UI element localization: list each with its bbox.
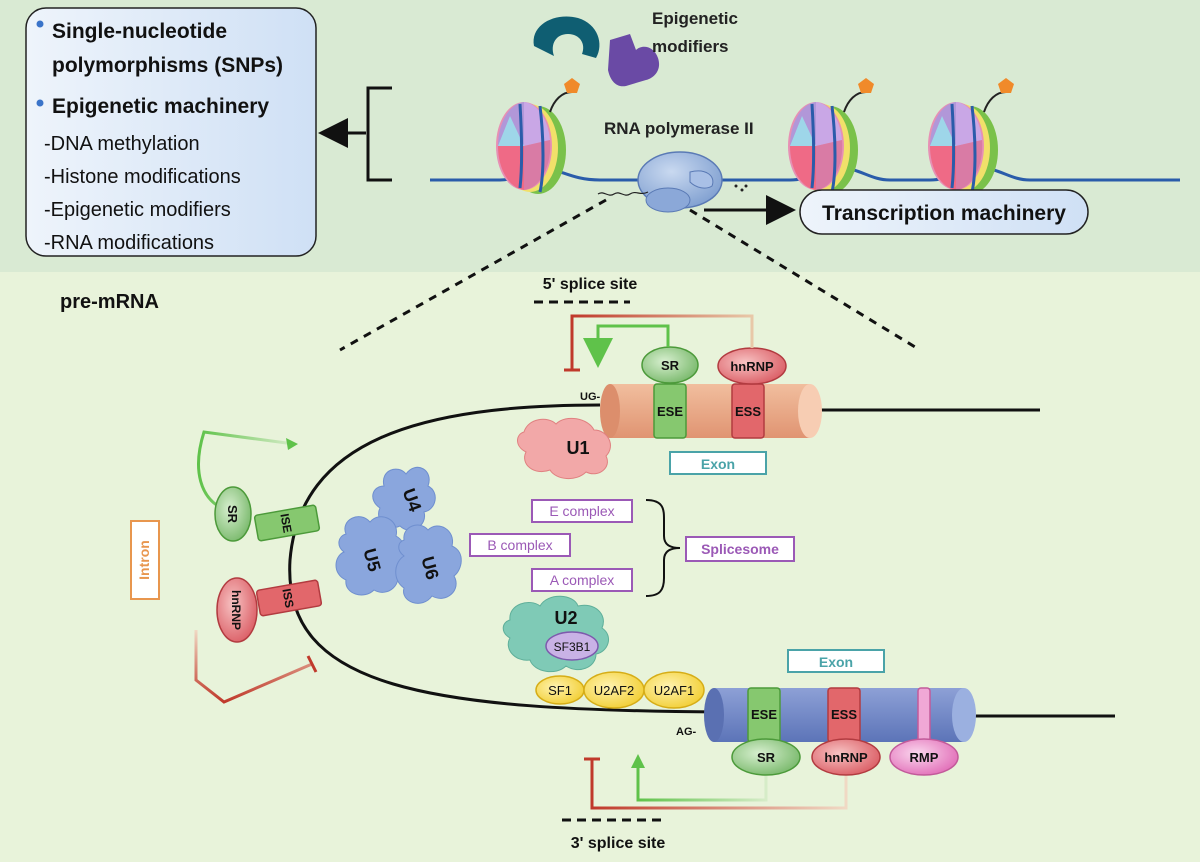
ess-downstream-label: ESS <box>831 707 857 722</box>
u2af2-factor: U2AF2 <box>583 671 645 709</box>
ese-downstream-label: ESE <box>751 707 777 722</box>
ese-label: ESE <box>657 404 683 419</box>
hnrnp-inhibit-arrow <box>570 314 754 370</box>
zoom-line-left <box>339 198 607 352</box>
e-complex-label: E complex <box>549 503 614 519</box>
bullet-icon <box>36 20 44 28</box>
a-complex-tag: A complex <box>531 568 633 592</box>
hnrnp-protein-intron: hnRNP <box>216 577 258 643</box>
transcription-machinery-box: Transcription machinery <box>799 189 1089 235</box>
sf3b1-label: SF3B1 <box>554 640 591 654</box>
five-prime-splice-site-label: 5' splice site <box>543 276 638 293</box>
exon-label: Exon <box>701 456 735 472</box>
a-complex-label: A complex <box>550 572 615 588</box>
u2af1-factor: U2AF1 <box>643 671 705 709</box>
e-complex-tag: E complex <box>531 499 633 523</box>
summary-box: Single-nucleotide polymorphisms (SNPs) E… <box>25 7 317 257</box>
u1-label: U1 <box>566 438 589 458</box>
rmp-protein: RMP <box>889 738 959 776</box>
b-complex-label: B complex <box>487 537 552 553</box>
sr-activate-arrow <box>583 324 670 368</box>
spliceosome-tag: Splicesome <box>685 536 795 562</box>
epigenetic-modifiers-item: -Epigenetic modifiers <box>44 199 231 221</box>
u2af1-label: U2AF1 <box>654 683 694 698</box>
exon-label-downstream: Exon <box>819 654 853 670</box>
rmp-label: RMP <box>910 750 939 765</box>
iss-element: ISS <box>255 579 323 617</box>
hnrnp-intron-inhibit-arrow <box>194 630 313 704</box>
ess-label: ESS <box>735 404 761 419</box>
hnrnp-downstream-label: hnRNP <box>824 750 868 765</box>
rna-polymerase-icon <box>597 151 748 213</box>
epigenetic-modifiers-icons <box>533 16 660 87</box>
u1-snrnp: U1 <box>517 417 611 479</box>
hnrnp-protein-upstream: hnRNP <box>717 347 787 385</box>
sr-protein-intron: SR <box>214 486 252 542</box>
nucleosome-1 <box>496 78 580 194</box>
hnrnp-protein-downstream: hnRNP <box>811 738 881 776</box>
hnrnp-intron-label: hnRNP <box>229 590 243 630</box>
ug-end-label: UG- <box>580 391 601 403</box>
u2-label: U2 <box>554 608 577 628</box>
snp-bullet-line2: polymorphisms (SNPs) <box>52 54 283 77</box>
histone-modifications-item: -Histone modifications <box>44 166 241 188</box>
dna-methylation-item: -DNA methylation <box>44 133 200 155</box>
downstream-exon-tag: Exon <box>787 649 885 673</box>
bracket-arrow <box>318 86 392 182</box>
bullet-icon <box>36 99 44 107</box>
intron-tag: Intron <box>130 520 160 600</box>
upstream-exon-tag: Exon <box>669 451 767 475</box>
epigenetic-modifiers-label-1: Epigenetic <box>652 9 738 28</box>
bottom-panel-background <box>0 272 1200 862</box>
b-complex-tag: B complex <box>469 533 571 557</box>
snp-bullet-line1: Single-nucleotide <box>52 20 227 43</box>
ise-element: ISE <box>253 504 321 542</box>
three-prime-splice-site-label: 3' splice site <box>571 835 666 852</box>
sr-label: SR <box>661 358 680 373</box>
sr-downstream-activate-arrow <box>636 764 768 802</box>
spliceosome-label: Splicesome <box>701 541 779 557</box>
modifier-puzzle-icon <box>608 34 660 87</box>
u2af2-label: U2AF2 <box>594 683 634 698</box>
inhibit-bar-intron <box>306 655 318 673</box>
spliceosome-brace <box>645 499 681 597</box>
ese-element <box>653 383 687 439</box>
u2-snrnp: U2 SF3B1 <box>502 595 610 673</box>
activate-arrowhead-downstream <box>631 754 645 768</box>
downstream-exon: ESE ESS <box>704 687 976 743</box>
sf1-label: SF1 <box>548 683 572 698</box>
intron-strand <box>288 403 721 714</box>
hnrnp-label: hnRNP <box>730 359 774 374</box>
epigenetic-modifiers-label-2: modifiers <box>652 37 729 56</box>
sr-protein-upstream: SR <box>641 346 699 384</box>
ag-end-label: AG- <box>676 726 697 738</box>
transcription-machinery-label: Transcription machinery <box>822 202 1066 225</box>
epigenetic-machinery-bullet: Epigenetic machinery <box>52 95 269 118</box>
ise-label: ISE <box>277 512 294 533</box>
activate-arrowhead <box>286 438 298 450</box>
rmp-site <box>917 687 931 743</box>
rna-modifications-item: -RNA modifications <box>44 232 214 254</box>
rna-polymerase-label: RNA polymerase II <box>604 119 754 138</box>
sr-downstream-label: SR <box>757 750 776 765</box>
hnrnp-downstream-inhibit-arrow <box>590 760 848 810</box>
nucleosome-3 <box>928 78 1014 194</box>
sf1-factor: SF1 <box>535 675 585 705</box>
modifier-c-shape-icon <box>533 16 600 58</box>
nucleosome-2 <box>788 78 874 194</box>
iss-label: ISS <box>279 587 296 608</box>
intron-label: Intron <box>136 540 152 580</box>
sr-intron-label: SR <box>225 505 240 524</box>
pre-mrna-label: pre-mRNA <box>60 291 159 313</box>
u4-u5-u6-cluster: U4 U5 U6 <box>335 466 462 604</box>
upstream-exon: ESE ESS <box>600 383 822 439</box>
sr-protein-downstream: SR <box>731 738 801 776</box>
